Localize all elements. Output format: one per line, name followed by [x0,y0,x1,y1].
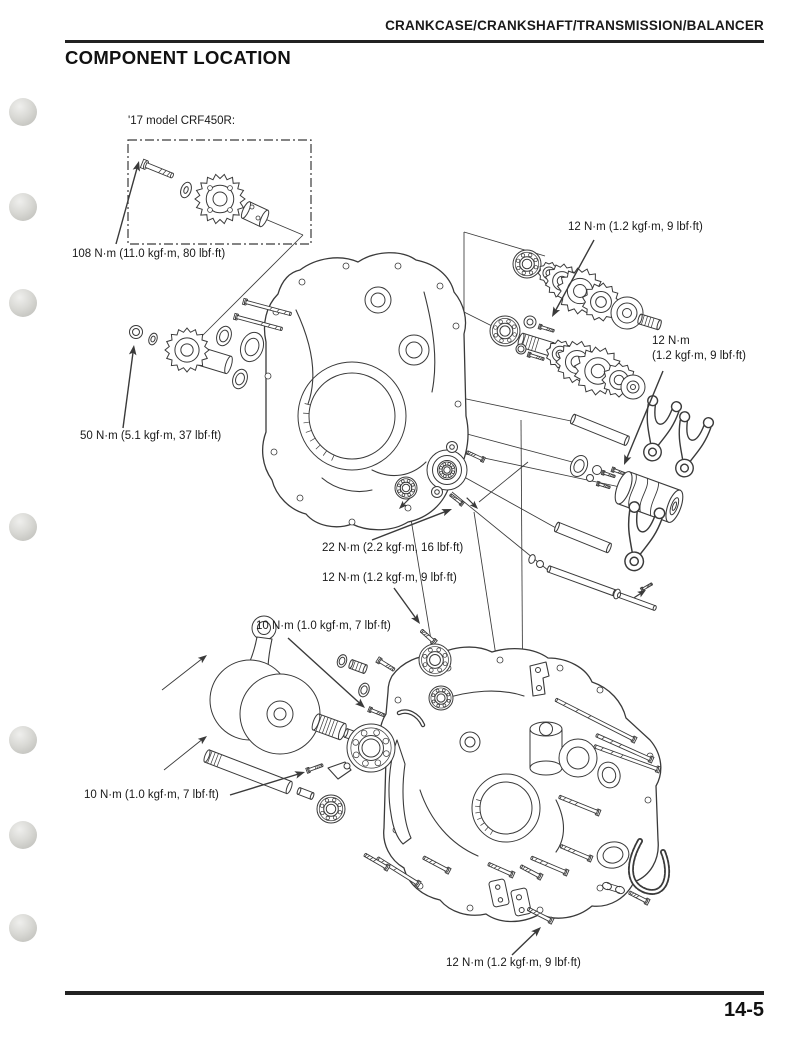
balancer-shaft [129,325,265,390]
page-number: 14-5 [723,999,764,1021]
binder-hole [9,289,37,317]
header-rule [65,40,764,43]
torque-label-12nm-bottom: 12 N·m (1.2 kgf·m, 9 lbf·ft) [446,957,581,969]
torque-label-50nm: 50 N·m (5.1 kgf·m, 37 lbf·ft) [80,430,222,442]
torque-label-10nm-upper: 10 N·m (1.0 kgf·m, 7 lbf·ft) [256,620,391,632]
right-crankcase-bolts [363,629,662,925]
right-crankcase [379,646,662,923]
left-crankcase [261,252,469,531]
bearing-setting-plate [394,441,486,507]
binder-hole [9,193,37,221]
binder-hole [9,821,37,849]
torque-label-12nm-mid: 12 N·m (1.2 kgf·m, 9 lbf·ft) [322,572,457,584]
torque-label-10nm-lower: 10 N·m (1.0 kgf·m, 7 lbf·ft) [84,789,219,801]
torque-leaders [115,161,664,956]
transmission-mainshaft [512,249,662,333]
gasket-plate [488,878,510,908]
binder-hole [9,98,37,126]
left-crankcase-bolts [232,297,292,332]
chapter-header: CRANKCASE/CRANKSHAFT/TRANSMISSION/BALANC… [385,18,764,33]
footer-rule [65,991,764,995]
direction-arrows [161,497,646,771]
binder-hole [9,513,37,541]
binder-hole [9,914,37,942]
page-title: COMPONENT LOCATION [65,47,292,68]
torque-label-12nm-right: 12 N·m (1.2 kgf·m, 9 lbf·ft) [652,335,746,362]
gasket-plate [510,887,532,917]
crf450r-17-box [127,139,312,245]
model-note: '17 model CRF450R: [128,115,236,127]
binder-hole [9,726,37,754]
torque-label-22nm: 22 N·m (2.2 kgf·m, 16 lbf·ft) [322,542,464,554]
torque-label-108nm: 108 N·m (11.0 kgf·m, 80 lbf·ft) [72,248,226,260]
shift-drum [614,471,684,523]
cam-chain [602,838,671,895]
transmission-countershaft [489,315,646,400]
crankshaft [203,615,454,824]
torque-label-12nm-top: 12 N·m (1.2 kgf·m, 9 lbf·ft) [568,221,703,233]
gearshift-parts [528,395,715,611]
